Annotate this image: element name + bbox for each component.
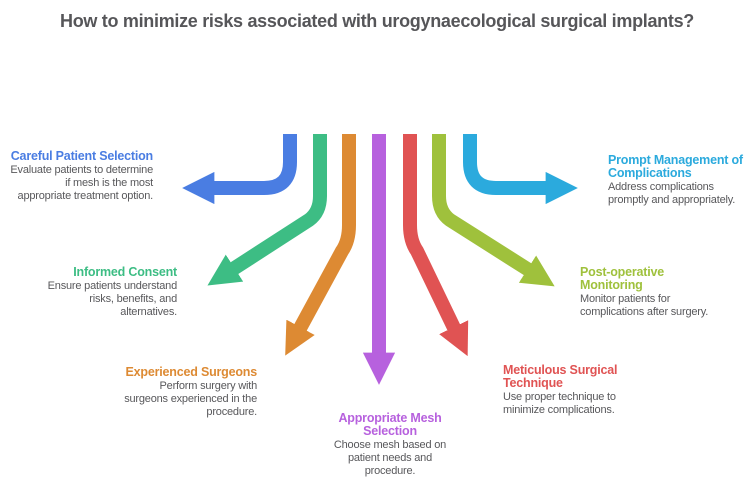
item-informed-consent: Informed Consent Ensure patients underst… bbox=[27, 265, 178, 319]
item-body: Use proper technique to minimize complic… bbox=[503, 391, 616, 416]
item-heading: Prompt Management of Complications bbox=[608, 153, 743, 180]
arrow-post-operative-monitoring bbox=[432, 134, 555, 287]
item-meticulous-surgical-technique: Meticulous Surgical Technique Use proper… bbox=[503, 364, 663, 417]
item-heading: Post-operative Monitoring bbox=[580, 265, 665, 292]
item-heading: Experienced Surgeons bbox=[125, 365, 258, 379]
arrow-experienced-surgeons bbox=[285, 134, 356, 356]
item-body: Perform surgery with surgeons experience… bbox=[124, 380, 257, 418]
arrow-prompt-management bbox=[463, 134, 578, 205]
item-heading: Informed Consent bbox=[73, 265, 177, 279]
page-title: How to minimize risks associated with ur… bbox=[60, 11, 694, 31]
item-heading: Careful Patient Selection bbox=[10, 149, 153, 163]
item-careful-patient-selection: Careful Patient Selection Evaluate patie… bbox=[0, 150, 153, 203]
item-body: Monitor patients for complications after… bbox=[580, 293, 709, 318]
item-post-operative-monitoring: Post-operative Monitoring Monitor patien… bbox=[580, 266, 740, 319]
arrow-meticulous-surgical-technique bbox=[403, 134, 469, 357]
item-prompt-management: Prompt Management of Complications Addre… bbox=[608, 154, 750, 207]
arrow-careful-patient-selection bbox=[182, 134, 297, 205]
item-body: Choose mesh based on patient needs and p… bbox=[333, 439, 447, 477]
item-appropriate-mesh-selection: Appropriate Mesh Selection Choose mesh b… bbox=[307, 412, 473, 478]
item-heading: Meticulous Surgical Technique bbox=[503, 363, 618, 390]
item-body: Address complications promptly and appro… bbox=[608, 181, 736, 206]
item-body: Ensure patients understand risks, benefi… bbox=[47, 280, 178, 318]
item-body: Evaluate patients to determine if mesh i… bbox=[10, 164, 153, 202]
item-experienced-surgeons: Experienced Surgeons Perform surgery wit… bbox=[87, 366, 257, 419]
arrow-informed-consent bbox=[207, 134, 327, 286]
item-heading: Appropriate Mesh Selection bbox=[338, 411, 442, 438]
